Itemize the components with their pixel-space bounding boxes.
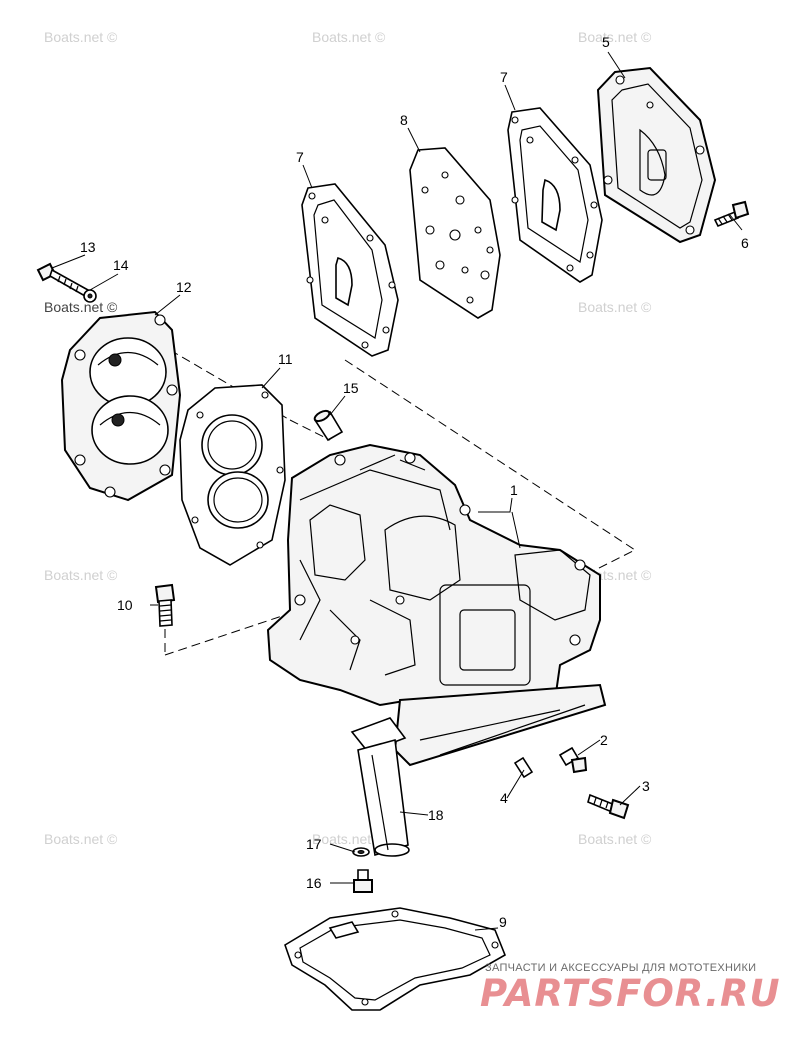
callout-13: 13 [80, 239, 96, 255]
gasket-part-7-left [301, 183, 399, 357]
callout-3: 3 [642, 778, 650, 794]
callout-18: 18 [428, 807, 444, 823]
washer-part-14 [83, 289, 97, 303]
pin-part-4 [513, 756, 534, 779]
callout-6: 6 [741, 235, 749, 251]
tube-part-18 [350, 717, 410, 857]
bolt-part-2 [558, 746, 588, 774]
watermark: Boats.net © [44, 567, 118, 583]
bolt-part-6 [713, 200, 750, 228]
bolt-part-10 [154, 583, 176, 627]
site-logo: PARTSFOR.RU [480, 972, 781, 1015]
callout-11: 11 [278, 351, 293, 367]
watermark: Boats.net © [312, 29, 386, 45]
callout-10: 10 [117, 597, 133, 613]
callout-16: 16 [306, 875, 322, 891]
callout-1: 1 [510, 482, 518, 498]
callouts: 5 6 7 8 7 13 14 12 11 15 1 2 3 4 10 18 1… [80, 34, 749, 930]
pin-part-15 [313, 409, 344, 442]
callout-9: 9 [499, 914, 507, 930]
cylinder-block-part-1 [266, 443, 607, 767]
bolt-part-3 [587, 793, 630, 820]
callout-14: 14 [113, 257, 129, 273]
head-gasket-part-11 [179, 384, 286, 566]
callout-7-right: 7 [500, 69, 508, 85]
watermark: Boats.net © [44, 831, 118, 847]
callout-8: 8 [400, 112, 408, 128]
gasket-part-9 [284, 907, 507, 1011]
callout-5: 5 [602, 34, 610, 50]
leader-lines [51, 51, 743, 931]
watermark: Boats.net © [312, 831, 386, 847]
watermark: Boats.net © [578, 299, 652, 315]
site-caption: ЗАПЧАСТИ И АКСЕССУАРЫ ДЛЯ МОТОТЕХНИКИ [485, 962, 757, 974]
bolt-part-13 [36, 262, 90, 298]
bolt-part-16 [353, 869, 373, 893]
callout-4: 4 [500, 790, 508, 806]
watermark: Boats.net © [44, 29, 118, 45]
callout-12: 12 [176, 279, 192, 295]
watermark: Boats.net © [44, 299, 118, 315]
washer-part-17 [352, 847, 370, 857]
callout-15: 15 [343, 380, 359, 396]
callout-17: 17 [306, 836, 322, 852]
callout-7-left: 7 [296, 149, 304, 165]
watermark: Boats.net © [578, 29, 652, 45]
gasket-part-7-right [507, 107, 603, 283]
watermark: Boats.net © [578, 831, 652, 847]
cylinder-cover-part-5 [596, 66, 717, 244]
callout-2: 2 [600, 732, 608, 748]
cylinder-head-part-12 [60, 310, 182, 502]
plate-part-8 [409, 147, 501, 319]
